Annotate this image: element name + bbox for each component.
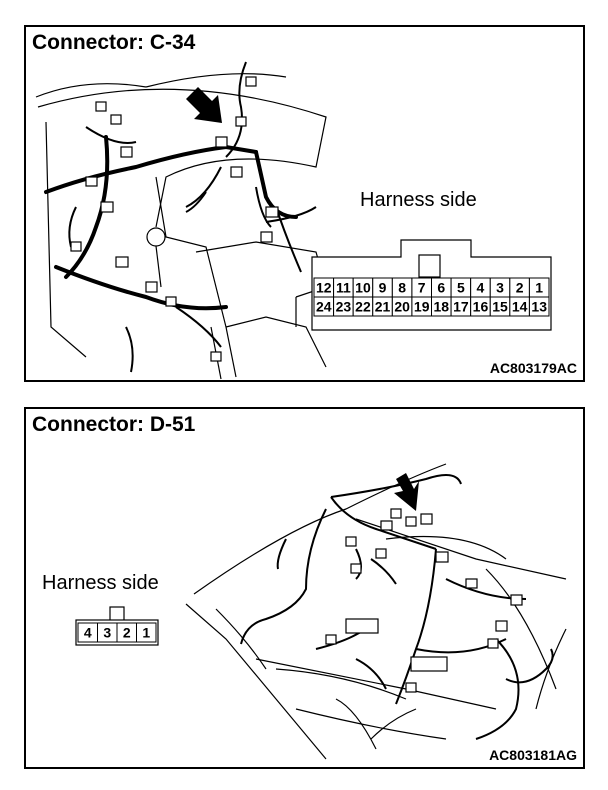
pointer-arrow-icon <box>186 87 222 123</box>
c34-pin-7-label: 7 <box>418 280 426 296</box>
c34-pin-13-label: 13 <box>531 299 547 315</box>
c34-pin-22-label: 22 <box>355 299 371 315</box>
d51-pin-1-label: 1 <box>142 625 150 641</box>
c34-pin-16-label: 16 <box>473 299 489 315</box>
c34-pin-4-label: 4 <box>477 280 485 296</box>
d51-pin-2-label: 2 <box>123 625 131 641</box>
c34-pin-24-label: 24 <box>316 299 332 315</box>
c34-pin-19-label: 19 <box>414 299 430 315</box>
d51-harness-side-label: Harness side <box>42 572 159 594</box>
c34-pin-2-label: 2 <box>516 280 524 296</box>
c34-pin-18-label: 18 <box>434 299 450 315</box>
d51-figure-code: AC803181AG <box>489 747 577 763</box>
c34-pin-17-label: 17 <box>453 299 469 315</box>
c34-pin-10-label: 10 <box>355 280 371 296</box>
c34-harness-side-label: Harness side <box>360 189 477 211</box>
c34-pin-14-label: 14 <box>512 299 528 315</box>
pointer-arrow-icon <box>394 473 419 511</box>
c34-pin-3-label: 3 <box>496 280 504 296</box>
connector-d51-title: Connector: D-51 <box>32 413 196 436</box>
c34-pin-20-label: 20 <box>394 299 410 315</box>
c34-pin-23-label: 23 <box>336 299 352 315</box>
c34-pin-21-label: 21 <box>375 299 391 315</box>
connector-c34-title: Connector: C-34 <box>32 31 196 54</box>
c34-pin-8-label: 8 <box>398 280 406 296</box>
c34-pin-6-label: 6 <box>437 280 445 296</box>
c34-pin-1-label: 1 <box>535 280 543 296</box>
d51-pin-4-label: 4 <box>84 625 92 641</box>
c34-pin-12-label: 12 <box>316 280 332 296</box>
d51-pin-1-cell <box>136 622 157 643</box>
c34-pin-13-cell <box>528 296 550 317</box>
c34-pin-11-label: 11 <box>336 280 351 296</box>
c34-figure-code: AC803179AC <box>489 360 577 376</box>
c34-pin-5-label: 5 <box>457 280 465 296</box>
c34-pin-9-label: 9 <box>379 280 387 296</box>
c34-pin-15-label: 15 <box>492 299 508 315</box>
d51-pin-3-label: 3 <box>103 625 111 641</box>
